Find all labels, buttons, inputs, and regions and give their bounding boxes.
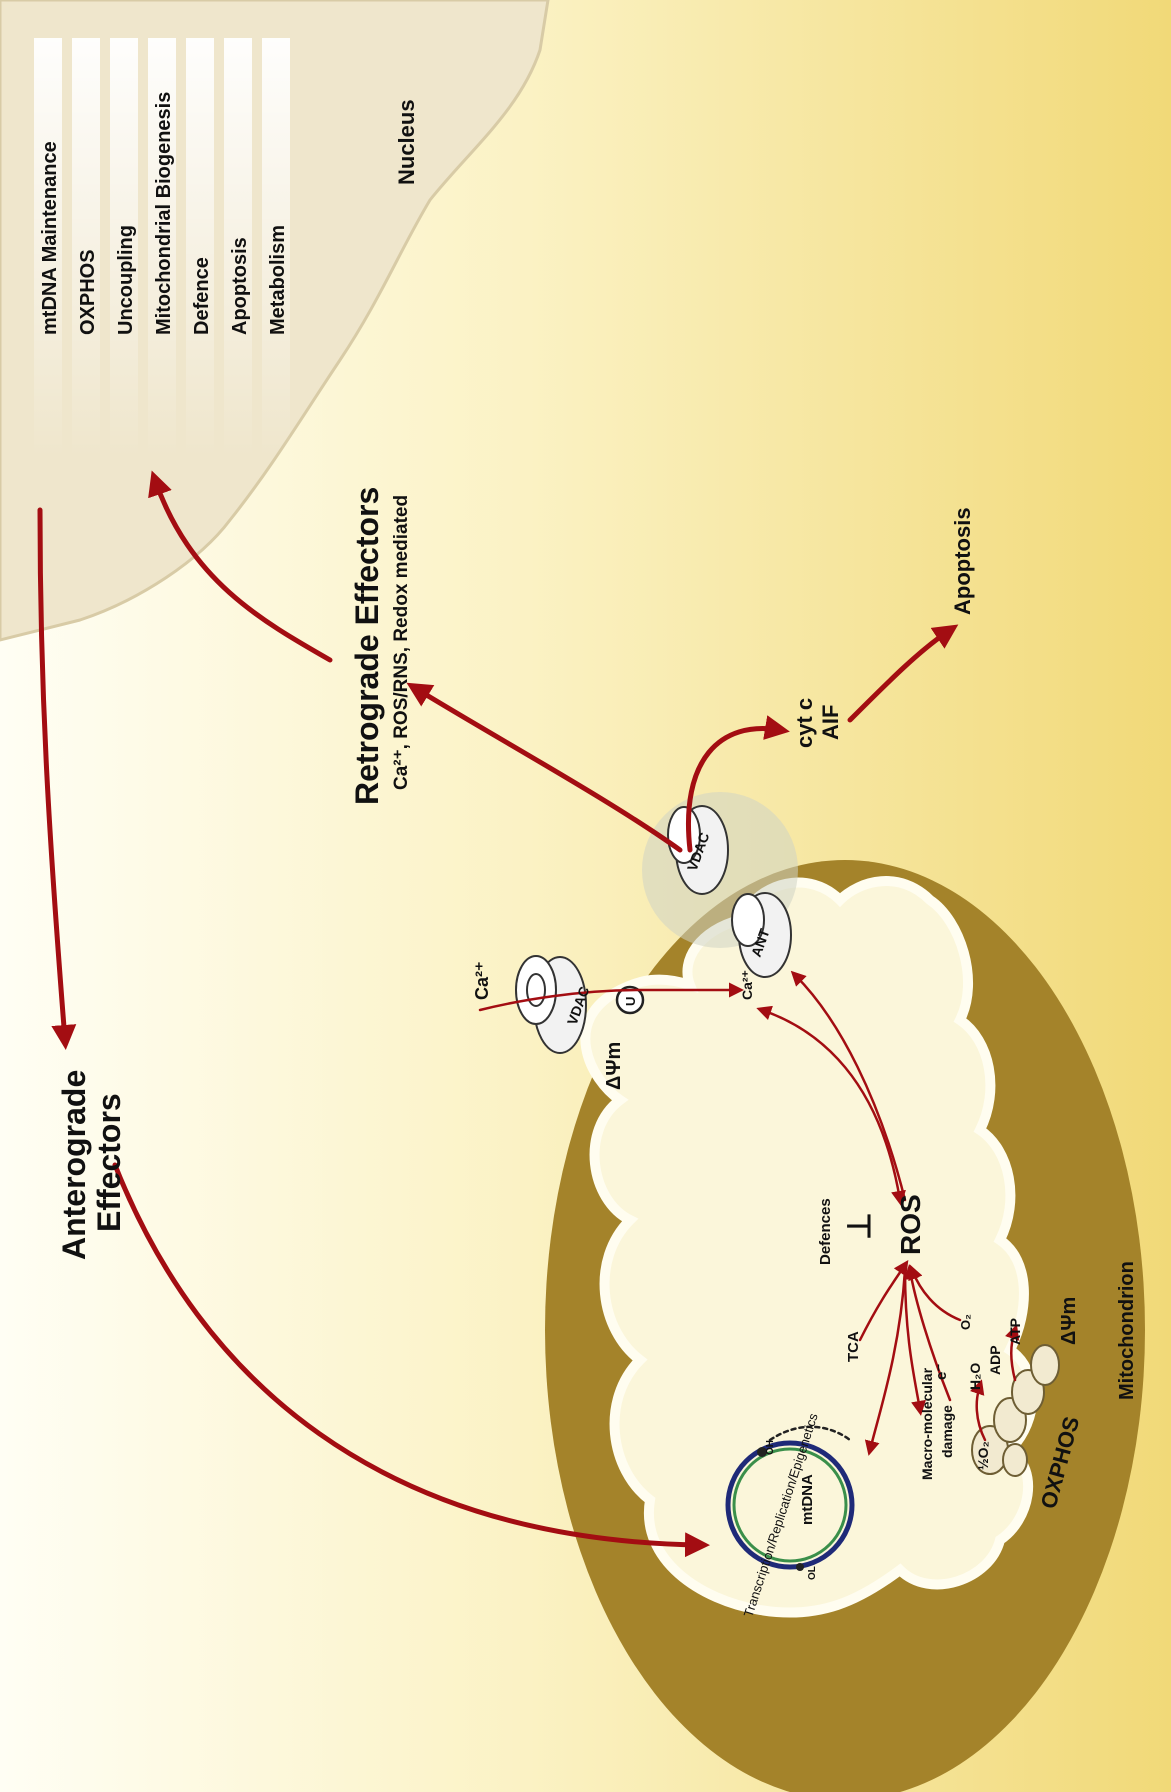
gene-category-label: Metabolism (267, 225, 289, 335)
nucleus-label: Nucleus (394, 99, 419, 185)
membrane-potential-label-top: ΔΨm (603, 1042, 625, 1090)
gene-category-label: Defence (191, 257, 213, 335)
gene-category-label: Mitochondrial Biogenesis (153, 92, 175, 335)
inhibition-symbol: ⊥ (841, 1212, 877, 1240)
adp-label: ADP (987, 1345, 1003, 1375)
gene-category-label: OXPHOS (77, 249, 99, 335)
origin-h-label: OH (765, 1440, 776, 1455)
ca-inside-label: Ca²⁺ (739, 970, 755, 1000)
membrane-potential-label-bottom: ΔΨm (1058, 1297, 1080, 1345)
gene-category-label: mtDNA Maintenance (39, 141, 61, 335)
macromolecular-label-line1: Macro-molecular (919, 1367, 935, 1480)
tca-label: TCA (845, 1331, 862, 1362)
origin-l-label: OL (807, 1566, 818, 1580)
atp-label: ATP (1007, 1318, 1023, 1345)
anterograde-label-line2: Effectors (91, 1093, 127, 1232)
retrograde-subtitle: Ca²⁺, ROS/RNS, Redox mediated (391, 495, 412, 790)
macromolecular-label-line2: damage (939, 1405, 955, 1458)
h2o-label: H₂O (967, 1363, 983, 1390)
ros-label: ROS (895, 1194, 926, 1255)
half-o2-label: ½O₂ (975, 1441, 991, 1470)
replication-origin-l (796, 1563, 804, 1571)
mtdna-label: mtDNA (799, 1474, 816, 1525)
ca-outside-label: Ca²⁺ (472, 961, 492, 1000)
o2-label: O₂ (958, 1314, 973, 1330)
mitochondrion-label: Mitochondrion (1116, 1261, 1138, 1400)
apoptosis-label: Apoptosis (950, 507, 975, 615)
gene-category-label: Uncoupling (115, 225, 137, 335)
aif-label: AIF (818, 705, 843, 740)
gene-category-label: Apoptosis (229, 237, 251, 335)
defences-label: Defences (817, 1198, 834, 1265)
anterograde-label-line1: Anterograde (56, 1070, 92, 1260)
cytc-label: cyt c (792, 698, 817, 748)
electron-label: e⁻ (933, 1364, 950, 1380)
uniporter-label: U (623, 997, 638, 1006)
retrograde-title: Retrograde Effectors (349, 487, 385, 805)
